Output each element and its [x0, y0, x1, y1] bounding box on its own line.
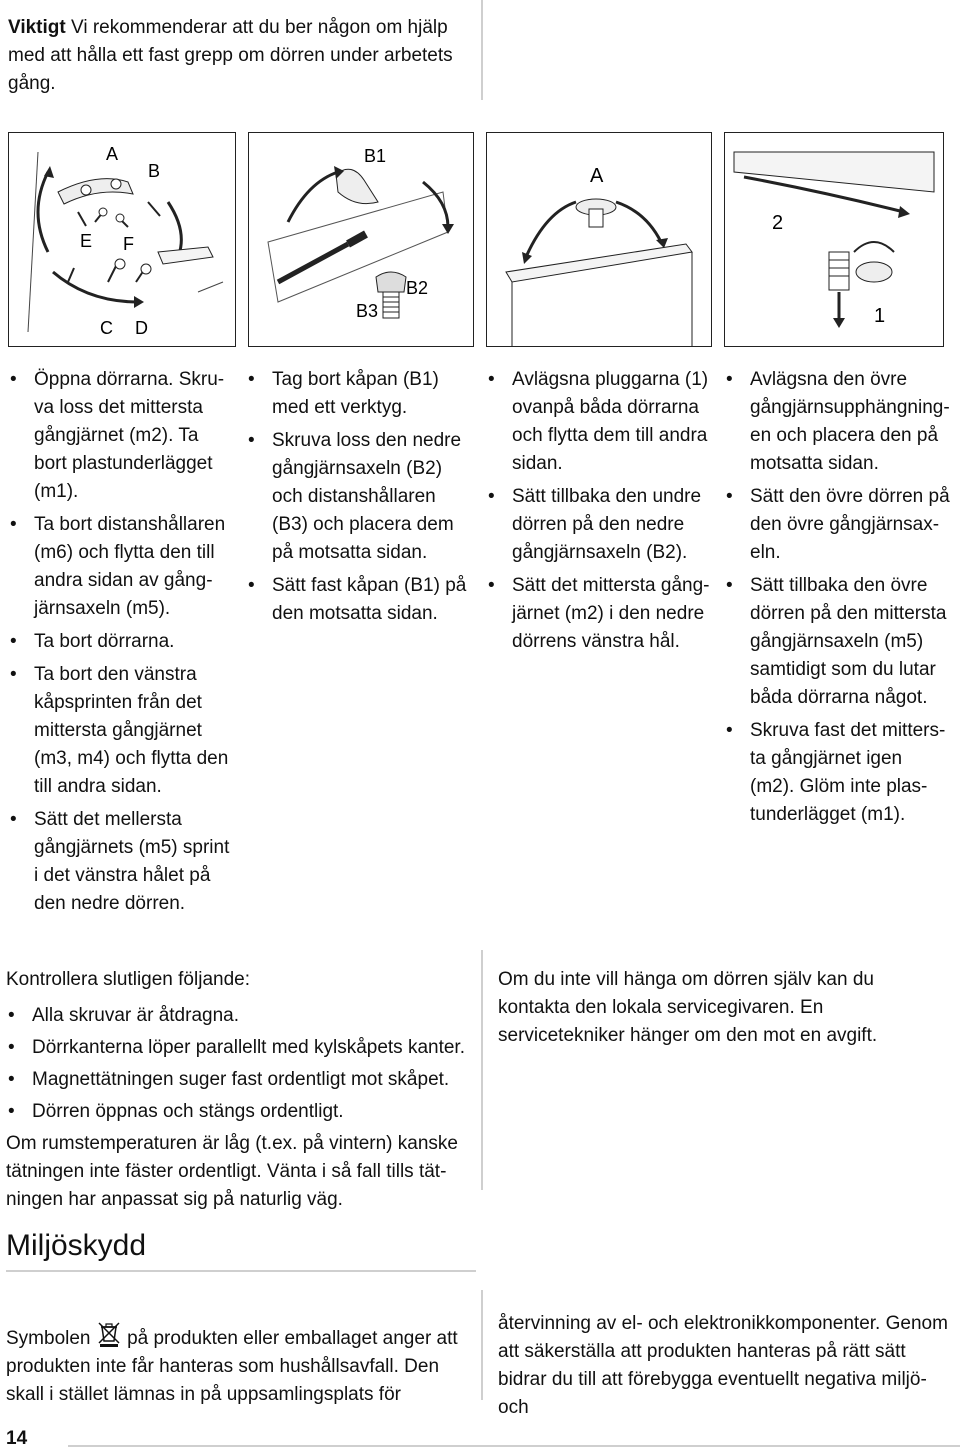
env-text-after: på produkten eller emballaget anger att …: [6, 1328, 458, 1405]
warning-note: Viktigt Vi rekommenderar att du ber någo…: [8, 14, 473, 98]
top-right-divider: [481, 0, 483, 100]
figure-hinge-parts: A B E F C D: [8, 132, 236, 347]
step-item: Sätt det mittersta gång-järnet (m2) i de…: [486, 572, 712, 656]
env-right: återvinning av el- och elektronikkompone…: [498, 1313, 948, 1418]
hinge-parts-illustration: A B E F C D: [8, 132, 236, 347]
step-item: Öppna dörrarna. Skru-va loss det mitters…: [8, 366, 234, 506]
env-left-text: Symbolen på produkten eller emballaget a…: [6, 1322, 472, 1409]
step-item: Avlägsna den övre gångjärnsupphängning-e…: [724, 366, 950, 478]
warning-text: Vi rekommenderar att du ber någon om hjä…: [8, 17, 453, 94]
step-item: Ta bort distanshållaren (m6) och flytta …: [8, 511, 234, 623]
label-f: F: [123, 234, 134, 254]
check-intro: Kontrollera slutligen följande:: [6, 969, 250, 990]
figure-plug-removal: A: [486, 132, 712, 347]
crossed-bin-icon: [98, 1322, 120, 1347]
env-right-text: återvinning av el- och elektronikkompone…: [498, 1310, 954, 1422]
figure-cover-removal: B1 B2 B3: [248, 132, 474, 347]
step-item: Sätt den övre dörren på den övre gångjär…: [724, 483, 950, 567]
label-b2: B2: [406, 278, 428, 298]
label-d: D: [135, 318, 148, 338]
steps-column-3: Avlägsna pluggarna (1) ovanpå båda dörra…: [486, 366, 712, 661]
env-rule: [6, 1270, 476, 1272]
final-check-section: Kontrollera slutligen följande: Alla skr…: [6, 966, 472, 1214]
page-number: 14: [6, 1428, 28, 1449]
bottom-column-divider: [481, 950, 483, 1190]
label-b3: B3: [356, 301, 378, 321]
label-e: E: [80, 231, 92, 251]
step-item: Sätt tillbaka den undre dörren på den ne…: [486, 483, 712, 567]
figure-upper-hinge: 2 1: [724, 132, 944, 347]
step-item: Skruva fast det mitters-ta gångjärnet ig…: [724, 717, 950, 829]
steps-column-1: Öppna dörrarna. Skru-va loss det mitters…: [8, 366, 234, 923]
check-item: Alla skruvar är åtdragna.: [6, 1002, 472, 1030]
env-text-before: Symbolen: [6, 1328, 91, 1349]
check-list: Alla skruvar är åtdragna. Dörrkanterna l…: [6, 1002, 472, 1126]
step-item: Avlägsna pluggarna (1) ovanpå båda dörra…: [486, 366, 712, 478]
upper-hinge-illustration: 2 1: [724, 132, 944, 347]
step-item: Sätt tillbaka den övre dörren på den mit…: [724, 572, 950, 712]
warning-label: Viktigt: [8, 17, 66, 38]
cover-removal-illustration: B1 B2 B3: [248, 132, 474, 347]
step-item: Sätt det mellersta gångjärnets (m5) spri…: [8, 806, 234, 918]
steps-column-4: Avlägsna den övre gångjärnsupphängning-e…: [724, 366, 950, 834]
label-b: B: [148, 161, 160, 181]
footer-rule: [68, 1445, 960, 1447]
service-text: Om du inte vill hänga om dörren själv ka…: [498, 969, 878, 1046]
label-b1: B1: [364, 146, 386, 166]
step-item: Sätt fast kåpan (B1) på den motsatta sid…: [246, 572, 472, 628]
plug-removal-illustration: A: [486, 132, 712, 347]
label-a: A: [106, 144, 118, 164]
check-item: Dörren öppnas och stängs ordentligt.: [6, 1098, 472, 1126]
check-note: Om rumstemperaturen är låg (t.ex. på vin…: [6, 1133, 458, 1210]
label-a: A: [590, 165, 604, 187]
env-column-divider: [481, 1290, 483, 1400]
label-c: C: [100, 318, 113, 338]
check-item: Dörrkanterna löper parallellt med kylskå…: [6, 1034, 472, 1062]
step-item: Ta bort dörrarna.: [8, 628, 234, 656]
steps-column-2: Tag bort kåpan (B1) med ett verktyg. Skr…: [246, 366, 472, 633]
label-2: 2: [772, 212, 783, 234]
service-note: Om du inte vill hänga om dörren själv ka…: [498, 966, 948, 1050]
step-item: Skruva loss den nedre gångjärnsaxeln (B2…: [246, 427, 472, 567]
step-item: Tag bort kåpan (B1) med ett verktyg.: [246, 366, 472, 422]
step-item: Ta bort den vänstra kåpsprinten från det…: [8, 661, 234, 801]
check-item: Magnettätningen suger fast ordentligt mo…: [6, 1066, 472, 1094]
label-1: 1: [874, 305, 885, 327]
env-heading: Miljöskydd: [6, 1229, 147, 1262]
